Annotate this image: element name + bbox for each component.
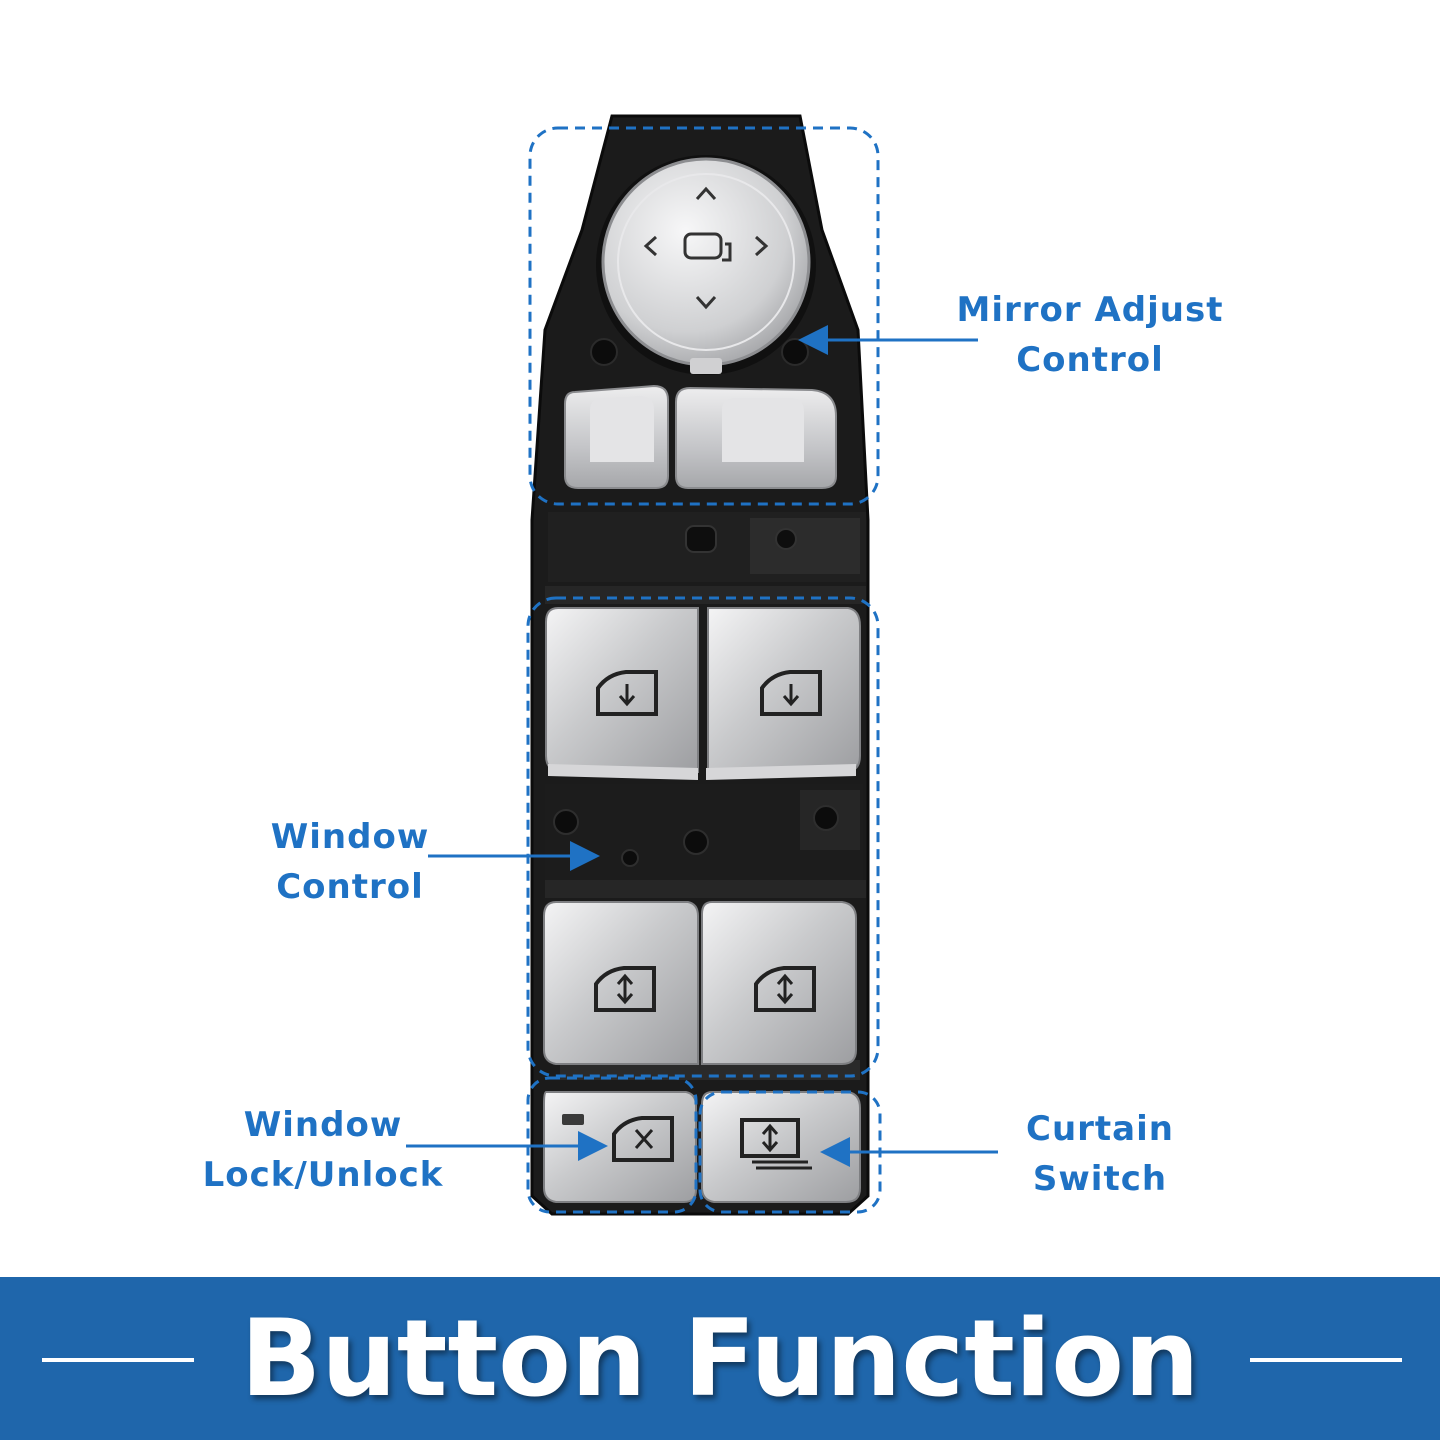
window-up-down-icon bbox=[760, 670, 822, 716]
mirror-icon bbox=[683, 232, 732, 262]
window-switch-rear-left[interactable] bbox=[543, 901, 699, 1065]
chevron-down-icon bbox=[695, 295, 717, 310]
window-switch-front-right[interactable] bbox=[706, 607, 861, 780]
screw-hole bbox=[590, 338, 618, 366]
mirror-adjust-label: Mirror Adjust Control bbox=[956, 290, 1224, 380]
window-control-highlight bbox=[526, 596, 880, 1078]
window-up-down-icon bbox=[754, 966, 816, 1012]
window-lock-switch[interactable] bbox=[543, 1091, 697, 1203]
screw-hole bbox=[553, 809, 579, 835]
clip-slot bbox=[685, 525, 717, 553]
lock-indicator-led bbox=[562, 1114, 584, 1125]
screw-hole bbox=[775, 528, 797, 550]
screw-hole bbox=[621, 849, 639, 867]
mirror-control-highlight bbox=[528, 126, 880, 506]
screw-hole bbox=[813, 805, 839, 831]
chevron-left-icon bbox=[643, 235, 658, 257]
window-lock-highlight bbox=[526, 1076, 698, 1214]
curtain-switch[interactable] bbox=[701, 1091, 861, 1203]
mirror-left-select-button[interactable] bbox=[564, 384, 669, 489]
banner-rule-right bbox=[1250, 1358, 1402, 1362]
window-switch-rear-right[interactable] bbox=[701, 901, 857, 1065]
curtain-icon bbox=[740, 1118, 812, 1170]
screw-hole bbox=[781, 338, 809, 366]
window-control-label: Window Control bbox=[270, 817, 430, 907]
mirror-right-select-button[interactable] bbox=[675, 386, 837, 489]
window-up-down-icon bbox=[596, 670, 658, 716]
title-banner: Button Function bbox=[0, 1277, 1440, 1440]
curtain-switch-label: Curtain Switch bbox=[1026, 1109, 1174, 1199]
mirror-adjust-knob[interactable] bbox=[596, 155, 816, 375]
screw-hole bbox=[683, 829, 709, 855]
window-switch-front-left[interactable] bbox=[545, 607, 699, 780]
chevron-right-icon bbox=[754, 235, 769, 257]
window-up-down-icon bbox=[594, 966, 656, 1012]
banner-rule-left bbox=[42, 1358, 194, 1362]
window-lock-icon bbox=[612, 1116, 674, 1162]
window-lock-label: Window Lock/Unlock bbox=[202, 1105, 444, 1195]
chevron-up-icon bbox=[695, 186, 717, 201]
banner-title: Button Function bbox=[240, 1297, 1200, 1420]
